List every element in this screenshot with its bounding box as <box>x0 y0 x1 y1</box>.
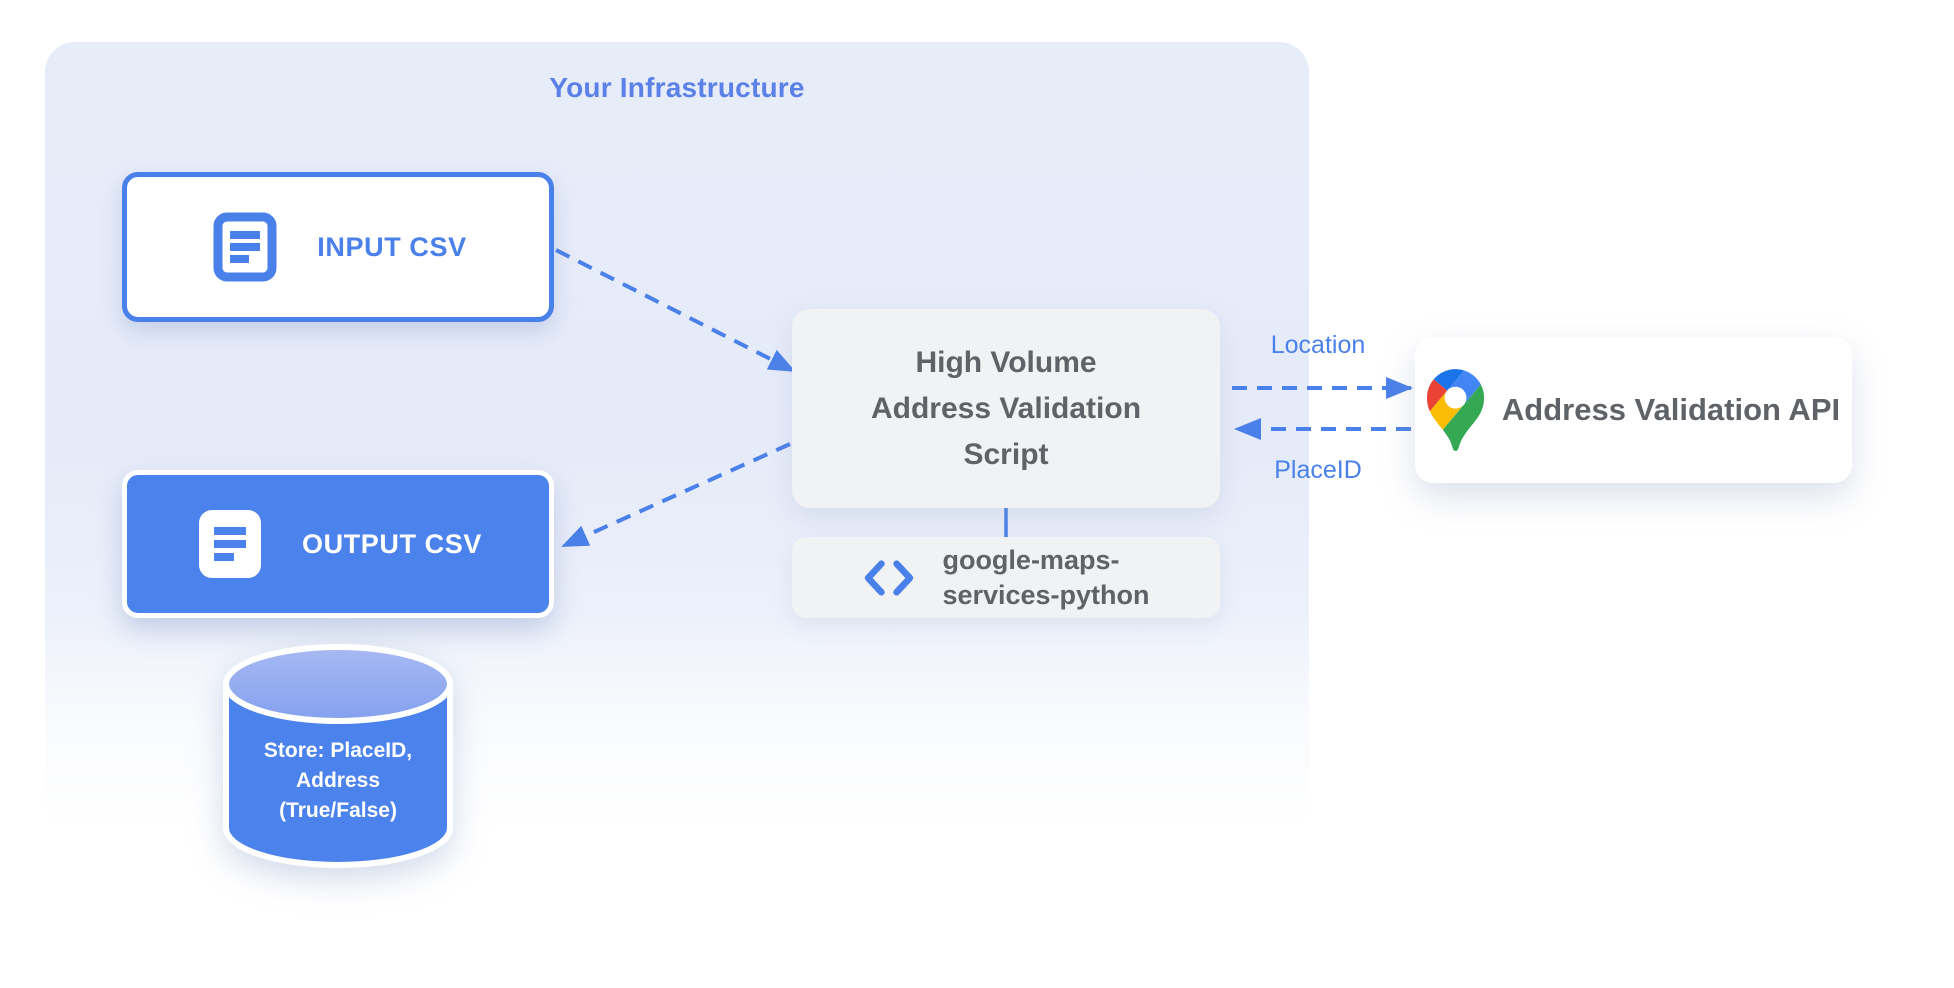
output-csv-node: OUTPUT CSV <box>122 470 554 618</box>
address-validation-api-node: Address Validation API <box>1415 337 1852 483</box>
script-label-line3: Script <box>963 437 1049 471</box>
library-node: google-maps- services-python <box>792 537 1220 618</box>
output-csv-label: OUTPUT CSV <box>301 528 482 559</box>
library-label: google-maps- services-python <box>942 543 1149 613</box>
script-label-line1: High Volume <box>915 345 1097 379</box>
datastore-label-line3: (True/False) <box>279 799 397 822</box>
google-maps-pin-icon <box>1426 369 1484 451</box>
datastore-label-line1: Store: PlaceID, <box>263 739 413 762</box>
datastore-node: Store: PlaceID, Address (True/False) <box>219 640 457 876</box>
datastore-label: Store: PlaceID, Address (True/False) <box>219 736 457 826</box>
datastore-label-line2: Address <box>295 769 381 792</box>
database-cylinder-icon <box>223 644 453 868</box>
document-icon <box>198 510 261 578</box>
address-validation-api-label: Address Validation API <box>1501 392 1841 427</box>
code-brackets-icon <box>865 559 914 596</box>
input-csv-label: INPUT CSV <box>317 231 467 262</box>
infrastructure-title: Your Infrastructure <box>549 72 805 103</box>
document-icon <box>213 212 277 282</box>
library-label-line2: services-python <box>942 579 1150 610</box>
input-csv-node: INPUT CSV <box>122 172 554 322</box>
placeid-edge-label: PlaceID <box>1274 456 1362 484</box>
script-label-line2: Address Validation <box>870 391 1142 425</box>
validation-script-node: High Volume Address Validation Script <box>792 309 1220 508</box>
library-label-line1: google-maps- <box>942 544 1120 575</box>
location-edge-label: Location <box>1270 331 1366 359</box>
